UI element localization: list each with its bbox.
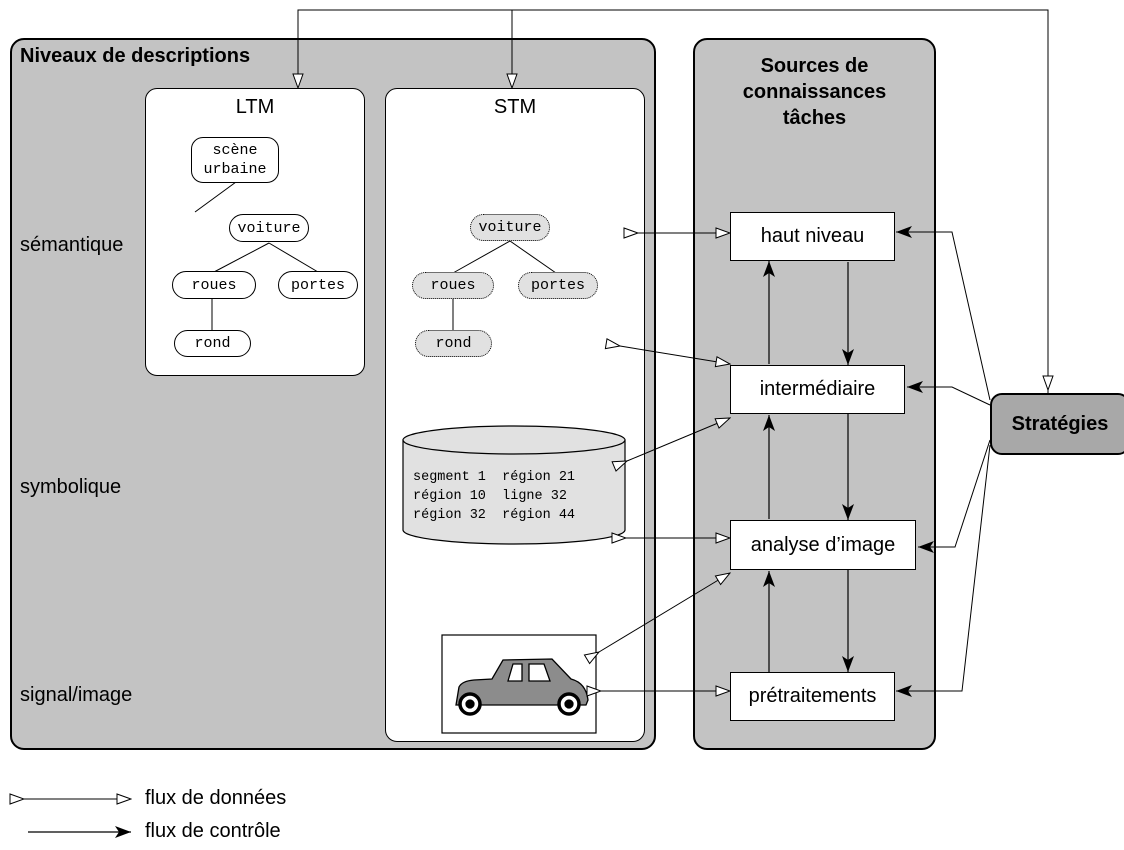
ltm-tree-lines <box>194 181 319 330</box>
ltm-node-scene: scène urbaine <box>191 137 279 183</box>
control-flow-arrows <box>763 261 854 672</box>
stm-node-portes: portes <box>518 272 598 299</box>
stm-node-roues: roues <box>412 272 494 299</box>
level-signal: signal/image <box>20 684 133 706</box>
ltm-node-roues: roues <box>172 271 256 299</box>
sources-title-line2: connaissances <box>742 81 887 103</box>
ltm-node-portes: portes <box>278 271 358 299</box>
stm-tree-lines <box>452 240 557 330</box>
task-pretraitements: prétraitements <box>730 672 895 721</box>
task-analyse-image: analyse d’image <box>730 520 916 570</box>
ltm-node-scene-line1: scène <box>212 142 258 159</box>
stm-title: STM <box>493 96 537 118</box>
levels-panel-title: Niveaux de descriptions <box>20 45 251 67</box>
stm-node-rond: rond <box>415 330 492 357</box>
task-intermediaire: intermédiaire <box>730 365 905 414</box>
level-semantic: sémantique <box>20 234 124 256</box>
data-flow-arrows <box>599 233 730 691</box>
task-haut-niveau: haut niveau <box>730 212 895 261</box>
ltm-node-voiture: voiture <box>229 214 309 242</box>
db-row-3: région 32 région 44 <box>413 508 576 523</box>
sources-title-line1: Sources de <box>760 55 869 77</box>
strategy-feed-lines <box>298 9 1048 393</box>
ltm-node-rond: rond <box>174 330 251 357</box>
legend-control-flow-label: flux de contrôle <box>145 820 281 842</box>
strategies-box: Stratégies <box>990 393 1124 455</box>
database-cylinder <box>402 425 626 545</box>
db-row-2: région 10 ligne 32 <box>413 489 567 504</box>
strategy-control-arrows <box>896 226 991 697</box>
level-symbolic: symbolique <box>20 476 122 498</box>
legend-data-flow-label: flux de données <box>145 787 287 809</box>
db-row-1: segment 1 région 21 <box>413 470 576 485</box>
sources-title-line3: tâches <box>782 107 847 129</box>
ltm-title: LTM <box>235 96 275 118</box>
stm-node-voiture: voiture <box>470 214 550 241</box>
ltm-node-scene-line2: urbaine <box>203 161 267 178</box>
